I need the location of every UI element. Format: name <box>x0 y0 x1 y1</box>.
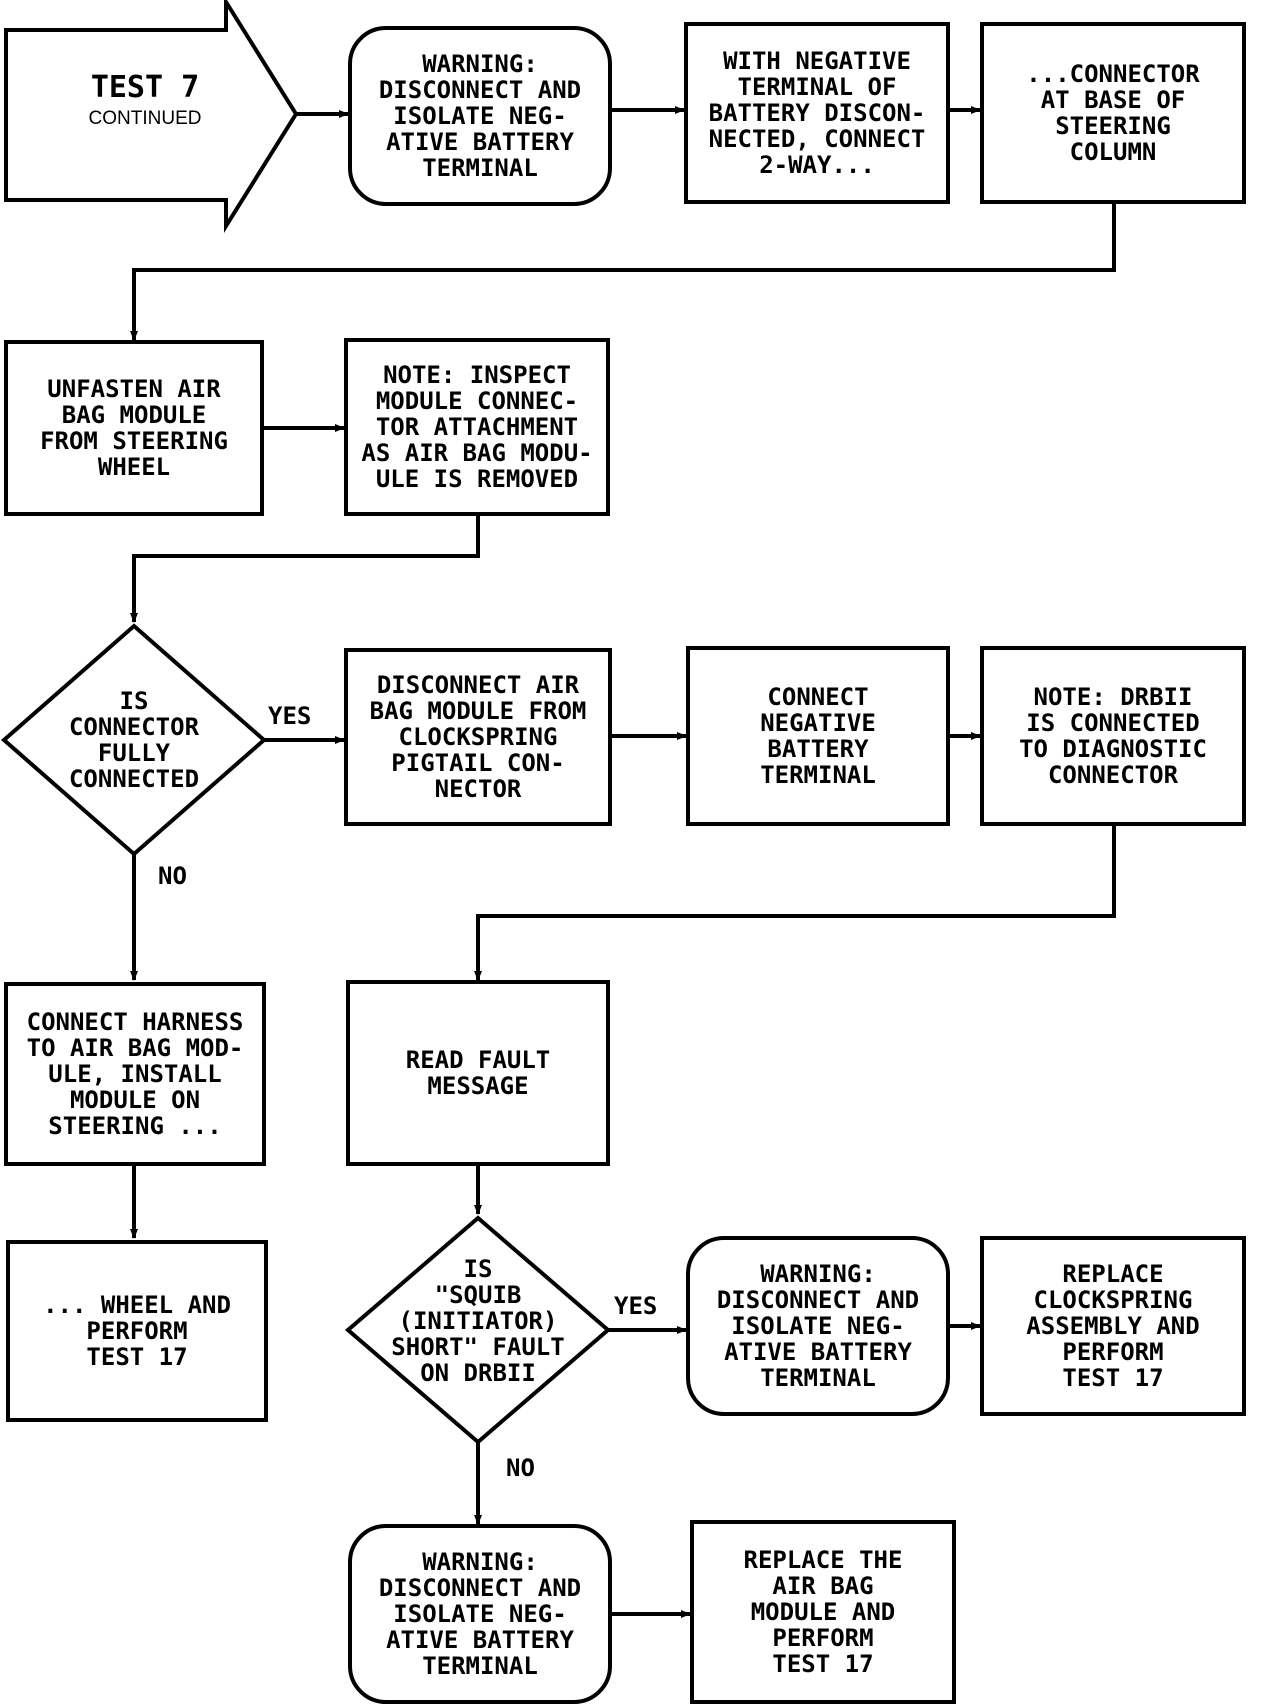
start-arrow-shape <box>4 0 299 233</box>
warning-disconnect-battery-1: WARNING: DISCONNECT AND ISOLATE NEG- ATI… <box>348 26 612 206</box>
unfasten-air-bag-module-step: UNFASTEN AIR BAG MODULE FROM STEERING WH… <box>4 340 264 516</box>
disconnect-air-bag-module-step: DISCONNECT AIR BAG MODULE FROM CLOCKSPRI… <box>344 648 612 826</box>
edge-connector-base-to-unfasten <box>130 204 1116 341</box>
decision-connector-fully-connected: IS CONNECTOR FULLY CONNECTED <box>68 687 200 793</box>
with-negative-terminal-step: WITH NEGATIVE TERMINAL OF BATTERY DISCON… <box>684 22 950 204</box>
replace-clockspring-step: REPLACE CLOCKSPRING ASSEMBLY AND PERFORM… <box>980 1236 1246 1416</box>
wheel-and-perform-test17-step: ... WHEEL AND PERFORM TEST 17 <box>6 1240 268 1422</box>
decision1-yes-label: YES <box>268 702 312 730</box>
start-title: TEST 7 <box>90 70 200 105</box>
connect-negative-battery-step: CONNECT NEGATIVE BATTERY TERMINAL <box>686 646 950 826</box>
read-fault-message-step: READ FAULT MESSAGE <box>346 980 610 1166</box>
start-subtitle: CONTINUED <box>88 108 202 129</box>
decision2-no-label: NO <box>506 1454 535 1482</box>
connect-harness-step: CONNECT HARNESS TO AIR BAG MOD- ULE, INS… <box>4 982 266 1166</box>
decision1-no-label: NO <box>158 862 187 890</box>
decision2-yes-label: YES <box>614 1292 658 1320</box>
edge-note-to-decision <box>130 516 480 623</box>
warning-disconnect-battery-3: WARNING: DISCONNECT AND ISOLATE NEG- ATI… <box>348 1524 612 1704</box>
note-inspect-module-connector: NOTE: INSPECT MODULE CONNEC- TOR ATTACHM… <box>344 338 610 516</box>
warning-disconnect-battery-2: WARNING: DISCONNECT AND ISOLATE NEG- ATI… <box>686 1236 950 1416</box>
decision-squib-short-fault: IS "SQUIB (INITIATOR) SHORT" FAULT ON DR… <box>391 1255 565 1387</box>
connector-base-steering-column-step: ...CONNECTOR AT BASE OF STEERING COLUMN <box>980 22 1246 204</box>
note-drbii-connected: NOTE: DRBII IS CONNECTED TO DIAGNOSTIC C… <box>980 646 1246 826</box>
edge-note-drbii-to-read-fault <box>474 826 1116 981</box>
replace-air-bag-module-step: REPLACE THE AIR BAG MODULE AND PERFORM T… <box>690 1520 956 1704</box>
